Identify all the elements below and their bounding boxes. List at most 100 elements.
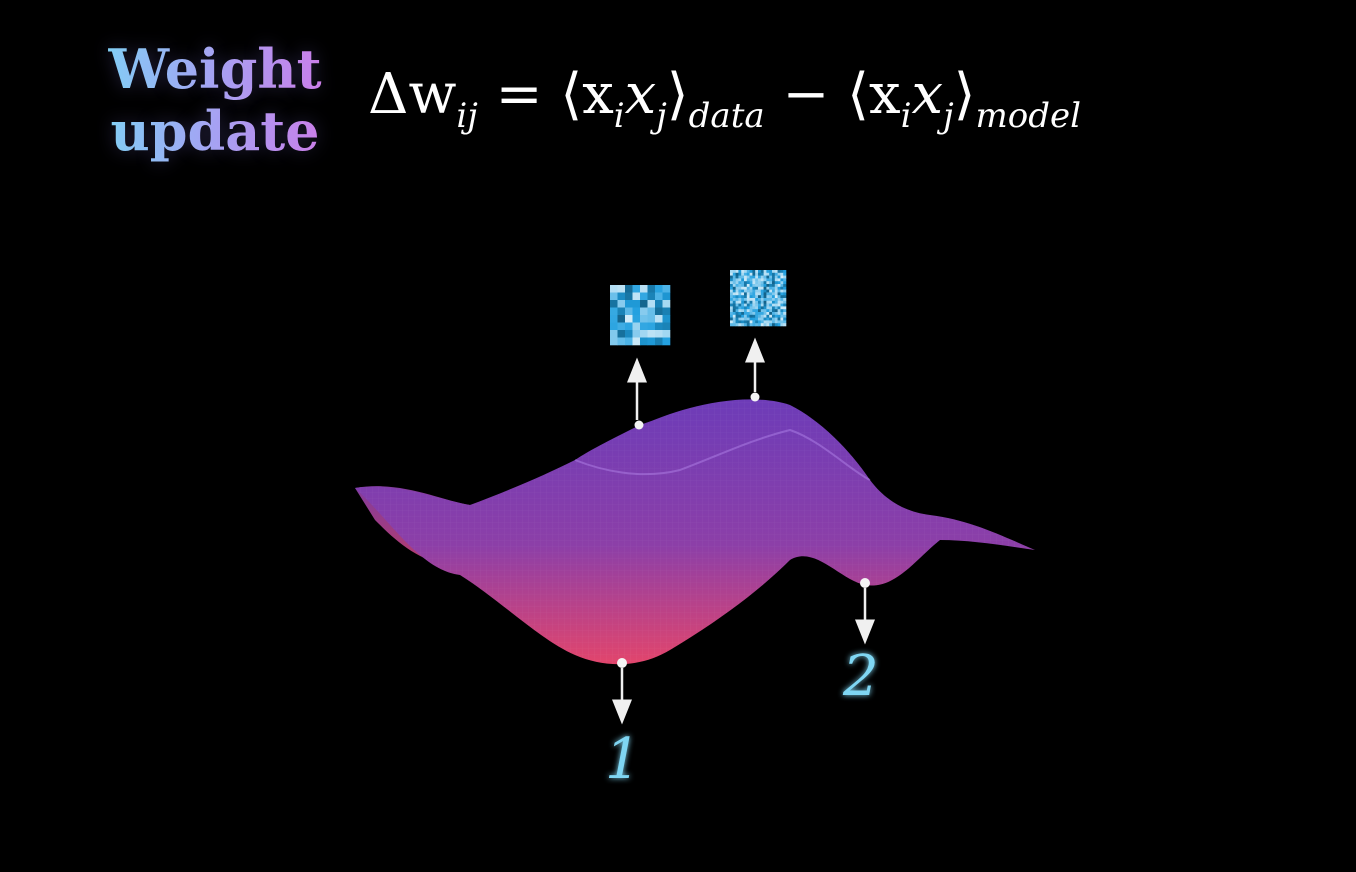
noise-pixel	[738, 275, 742, 279]
noise-pixel	[752, 272, 756, 276]
noise-pixel	[766, 320, 770, 324]
noise-pixel	[752, 289, 756, 293]
noise-pixel	[780, 286, 784, 290]
noise-pixel	[749, 281, 753, 285]
noise-pixel	[772, 278, 776, 282]
noise-pixel	[772, 320, 776, 324]
noise-pixel	[755, 303, 759, 307]
noise-pixel	[744, 323, 748, 327]
noise-pixel	[746, 292, 750, 296]
noise-pixel	[772, 298, 776, 302]
noise-pixel	[744, 292, 748, 296]
noise-pixel	[610, 330, 618, 338]
noise-pixel	[755, 317, 759, 321]
noise-pixel	[610, 315, 618, 323]
noise-pixel	[730, 306, 734, 310]
noise-pixel	[632, 285, 641, 293]
peak-point-2	[750, 392, 760, 402]
noise-pixel	[783, 317, 787, 321]
noise-pixel	[732, 320, 736, 324]
noise-pixel	[735, 278, 739, 282]
noise-pixel	[755, 289, 759, 293]
noise-pixel	[758, 289, 762, 293]
noise-pixel	[744, 300, 748, 304]
noise-pixel	[783, 295, 787, 299]
noise-pixel	[735, 284, 739, 288]
noise-pixel	[749, 298, 753, 302]
noise-pixel	[763, 281, 767, 285]
noise-pixel	[741, 323, 745, 327]
noise-pixel	[769, 292, 773, 296]
noise-pixel	[741, 289, 745, 293]
noise-pixel	[738, 284, 742, 288]
noise-pixel	[783, 272, 787, 276]
noise-pixel	[632, 307, 641, 316]
noise-pixel	[744, 270, 748, 274]
noise-pixel	[783, 309, 787, 313]
noise-pixel	[777, 314, 781, 318]
noise-pixel	[777, 292, 781, 296]
noise-pixel	[744, 281, 748, 285]
formula-term1-open: ⟨x	[560, 62, 614, 127]
title-line-1: Weight	[100, 38, 330, 100]
noise-pixel	[735, 295, 739, 299]
noise-pixel	[772, 272, 776, 276]
noise-pixel	[655, 322, 663, 331]
noise-pixel	[744, 278, 748, 282]
noise-pixel	[774, 292, 778, 296]
noise-pixel	[655, 300, 663, 308]
noise-pixel	[744, 284, 748, 288]
noise-pixel	[741, 320, 745, 324]
noise-pixel	[755, 320, 759, 324]
noise-pixel	[755, 306, 759, 310]
noise-pixel	[763, 312, 767, 316]
noise-pixel	[744, 289, 748, 293]
noise-pixel	[758, 323, 762, 327]
noise-pixel	[780, 314, 784, 318]
noise-pixel	[774, 309, 778, 313]
noise-pixel	[617, 300, 626, 308]
noise-pixel	[732, 278, 736, 282]
noise-pixel	[777, 278, 781, 282]
noise-pixel	[760, 317, 764, 321]
noise-pixel	[774, 306, 778, 310]
noise-pixel	[741, 275, 745, 279]
noise-pixel	[732, 272, 736, 276]
noise-pixel	[738, 314, 742, 318]
noise-pixel	[732, 317, 736, 321]
noise-pixel	[735, 309, 739, 313]
noise-pixel	[783, 270, 787, 274]
noise-pixel	[738, 303, 742, 307]
noise-pixel	[769, 275, 773, 279]
noise-pixel	[662, 300, 671, 308]
noise-pixel	[755, 275, 759, 279]
noise-pixel	[769, 309, 773, 313]
noise-pixel	[755, 284, 759, 288]
noise-pixel	[662, 337, 671, 346]
noise-pixel	[662, 322, 671, 331]
noise-pixel	[763, 270, 767, 274]
noise-pixel	[760, 270, 764, 274]
noisy-sample-image-2	[730, 270, 787, 327]
noise-pixel	[772, 300, 776, 304]
noise-pixel	[738, 289, 742, 293]
noise-pixel	[777, 300, 781, 304]
noise-pixel	[766, 312, 770, 316]
noise-pixel	[735, 317, 739, 321]
noise-pixel	[647, 337, 656, 346]
noise-pixel	[772, 286, 776, 290]
noise-pixel	[735, 286, 739, 290]
noise-pixel	[655, 315, 663, 323]
noise-pixel	[735, 323, 739, 327]
landscape-mesh	[355, 399, 1035, 665]
noise-pixel	[738, 298, 742, 302]
noise-pixel	[763, 289, 767, 293]
noise-pixel	[769, 300, 773, 304]
noise-pixel	[647, 300, 656, 308]
noise-pixel	[755, 286, 759, 290]
noise-pixel	[732, 292, 736, 296]
noise-pixel	[730, 281, 734, 285]
noise-pixel	[647, 322, 656, 331]
noise-pixel	[758, 298, 762, 302]
noise-pixel	[758, 281, 762, 285]
